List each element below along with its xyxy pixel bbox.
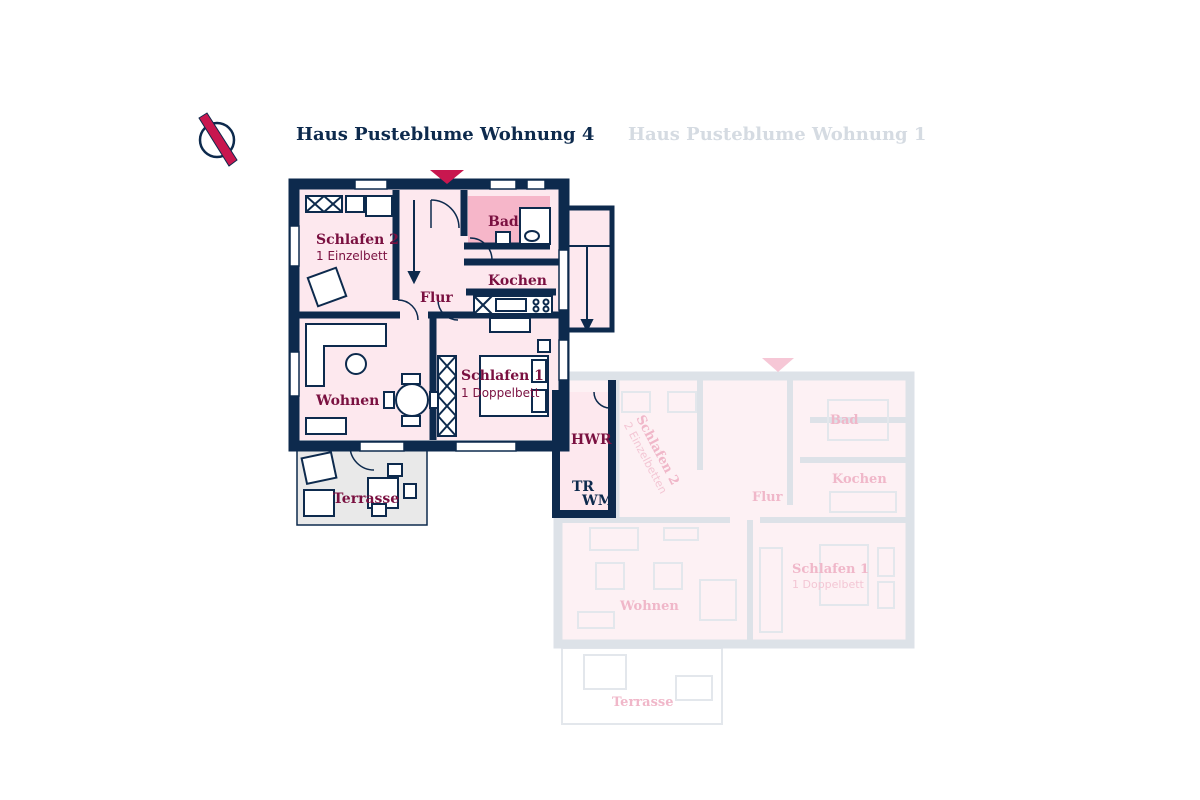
- ghost-label-bad: Bad: [830, 413, 859, 428]
- label-hwr: HWR: [571, 432, 612, 448]
- doors[interactable]: [349, 199, 611, 471]
- label-wohnen: Wohnen: [315, 393, 379, 409]
- outer-walls: [288, 178, 570, 452]
- ghost-label-schlafen1-beds: 1 Doppelbett: [792, 578, 865, 591]
- balcony-walls: [567, 205, 615, 333]
- terrace-furniture: [300, 450, 417, 517]
- label-flur: Flur: [420, 290, 453, 306]
- north-arrow-icon: [198, 112, 238, 167]
- windows: [289, 179, 569, 452]
- ghost-terrace: [561, 647, 723, 725]
- label-terrasse: Terrasse: [333, 491, 399, 507]
- label-schlafen1-beds: 1 Doppelbett: [461, 386, 540, 400]
- ghost-inner-walls: [558, 380, 910, 644]
- furniture: [305, 195, 553, 437]
- label-schlafen2-beds: 1 Einzelbett: [316, 249, 388, 263]
- label-schlafen1: Schlafen 1: [461, 368, 544, 384]
- ghost-entrance-triangle-icon: [762, 358, 794, 372]
- label-kochen: Kochen: [488, 273, 547, 289]
- plan-wohnung-4: Schlafen 2 1 Einzelbett Bad Kochen Flur …: [288, 170, 616, 526]
- ghost-label-schlafen1: Schlafen 1: [792, 562, 869, 577]
- apartment-tab-wohnung-1[interactable]: Haus Pusteblume Wohnung 1: [628, 124, 926, 145]
- label-schlafen2: Schlafen 2: [316, 232, 399, 248]
- ghost-label-terrasse: Terrasse: [612, 695, 673, 710]
- ghost-label-flur: Flur: [752, 490, 783, 505]
- stair-arrow-icon: [407, 200, 610, 333]
- balcony-fill: [567, 210, 611, 330]
- apartment-tab-wohnung-4[interactable]: Haus Pusteblume Wohnung 4: [296, 124, 594, 145]
- ghost-label-wohnen: Wohnen: [619, 599, 679, 614]
- label-wm: WM: [581, 493, 613, 509]
- hwr-walls: [552, 380, 616, 518]
- entrance-triangle-icon: [430, 170, 464, 184]
- label-bad: Bad: [488, 214, 519, 230]
- label-tr: TR: [572, 479, 594, 495]
- ghost-label-kochen: Kochen: [832, 472, 887, 487]
